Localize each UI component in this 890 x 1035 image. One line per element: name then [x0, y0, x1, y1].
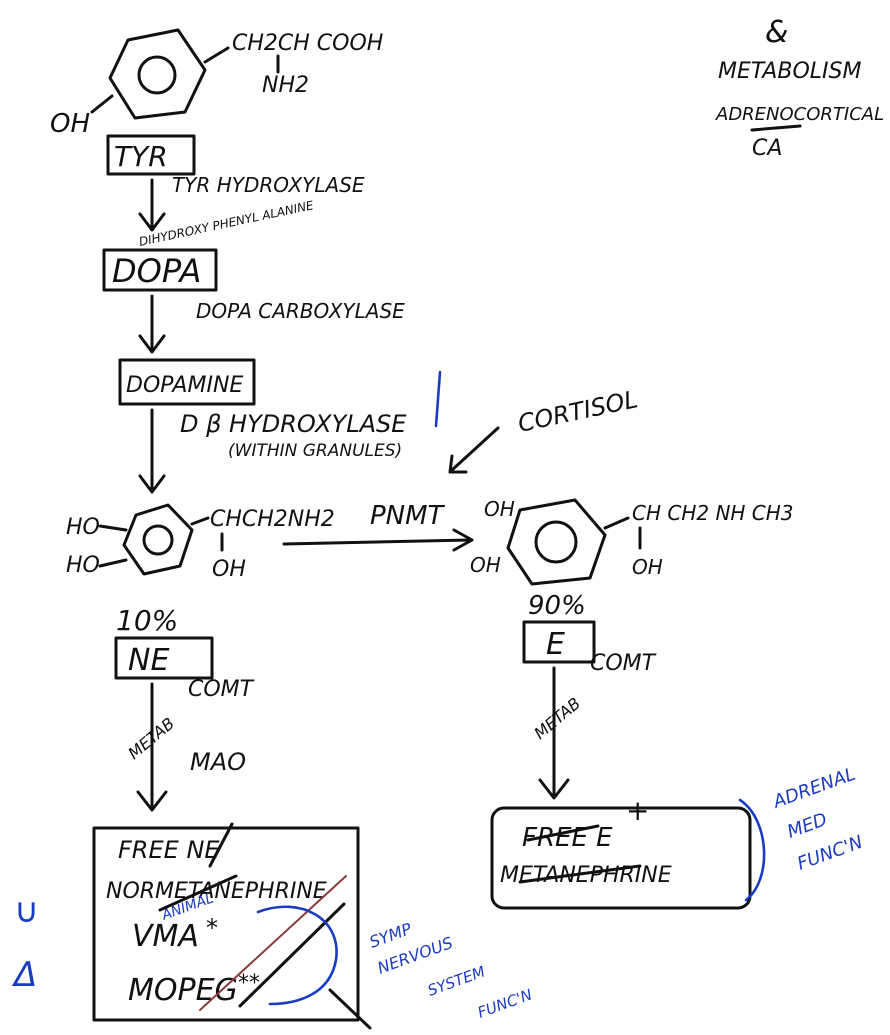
- strike-free-e: [526, 824, 600, 842]
- e-oh-top: OH: [484, 497, 515, 521]
- corner-ca-overline: [750, 124, 802, 132]
- ne-products-free: FREE NE: [118, 836, 220, 864]
- e-products-box: [490, 806, 752, 910]
- ne-ho-top: HO: [66, 515, 100, 540]
- e-products-metanephrine: METANEPHRINE: [500, 863, 672, 888]
- step3-note: (WITHIN GRANULES): [228, 441, 402, 461]
- arrow-dopamine-to-ne: [138, 408, 166, 494]
- ne-products-normetanephrine: NORMETANEPHRINE: [106, 879, 327, 904]
- arrow-tyr-to-dopa: [138, 178, 166, 232]
- dopa-box: [102, 248, 218, 292]
- dopa-note: DIHYDROXY PHENYL ALANINE: [138, 198, 315, 249]
- cortisol-label: CORTISOL: [515, 385, 640, 438]
- tyr-box: [106, 134, 196, 176]
- tyr-label: TYR: [114, 140, 168, 173]
- dopamine-label: DOPAMINE: [126, 373, 243, 398]
- e-box: [522, 620, 596, 664]
- benzene-circle-ne: [142, 524, 174, 556]
- corner-title: & METABOLISM ADRENOCORTICAL CA: [715, 15, 884, 161]
- strike-black-diagonal: [238, 902, 346, 1008]
- ne-enzyme-comt: COMT: [188, 677, 255, 702]
- benzene-ring-ne: [122, 503, 194, 576]
- e-structure: OH OH CH CH2 NH CH3 OH: [470, 497, 794, 586]
- corner-ampersand: &: [765, 15, 788, 50]
- symp-note-line1: SYMP: [367, 919, 415, 952]
- e-chain: CH CH2 NH CH3: [632, 501, 794, 525]
- adrenal-note-line2: MED: [785, 809, 830, 843]
- dopamine-box: [118, 358, 256, 406]
- dopa-label: DOPA: [112, 252, 201, 290]
- margin-down-symbol: Δ: [11, 955, 37, 995]
- corner-ca: CA: [752, 136, 782, 161]
- strike-metanephrine: [518, 864, 642, 884]
- tyrosine-structure: CH2CH COOH NH2 OH: [50, 28, 383, 139]
- ne-box: [114, 636, 214, 680]
- ne-chain-bond: [190, 516, 210, 526]
- benzene-circle-e: [534, 520, 578, 564]
- adrenal-note-line1: ADRENAL: [770, 764, 859, 813]
- symp-note: SYMP NERVOUS SYSTEM FUNC'N: [367, 919, 535, 1022]
- strike-normetanephrine: [158, 874, 238, 912]
- pnmt-label: PNMT: [370, 501, 446, 531]
- arrow-ne-to-e: [282, 528, 474, 552]
- corner-metabolism: METABOLISM: [718, 59, 861, 84]
- tyr-bond-right: [203, 46, 230, 64]
- strike-red-diagonal: [199, 875, 347, 1011]
- ne-products-mopeg: MOPEG: [128, 973, 238, 1008]
- symp-note-line3: SYSTEM: [425, 962, 487, 999]
- ne-ho-bottom: HO: [66, 553, 100, 578]
- e-oh: OH: [632, 555, 663, 579]
- symp-note-line4: FUNC'N: [475, 985, 534, 1021]
- ne-products-vma: VMA: [132, 919, 199, 954]
- symp-pointer: [328, 988, 372, 1030]
- ne-ho-bond-top: [98, 524, 128, 532]
- e-percent: 90%: [528, 591, 586, 621]
- blue-bracket-step3: [434, 370, 442, 428]
- arrow-dopa-to-dopamine: [138, 294, 166, 354]
- ne-percent: 10%: [116, 604, 178, 637]
- benzene-ring-tyr: [108, 28, 207, 120]
- step2-enzyme: DOPA CARBOXYLASE: [196, 299, 405, 323]
- tyr-bond-left: [90, 94, 114, 114]
- e-products-plus: +: [626, 794, 649, 827]
- ne-label: NE: [128, 643, 169, 678]
- step3-enzyme: D β HYDROXYLASE: [180, 410, 407, 438]
- e-oh-bottom: OH: [470, 553, 501, 577]
- e-label: E: [546, 627, 565, 662]
- e-arrow-label: METAB: [530, 694, 584, 743]
- ne-enzyme-mao: MAO: [190, 748, 246, 776]
- tyr-substituent: CH2CH COOH: [232, 31, 383, 56]
- arrow-cortisol-to-pnmt: [448, 426, 500, 474]
- step1-enzyme: TYR HYDROXYLASE: [172, 173, 365, 197]
- corner-adrenocortical: ADRENOCORTICAL: [715, 104, 884, 125]
- ne-products-vma-star: *: [206, 914, 218, 942]
- ne-structure: HO HO CHCH2NH2 OH: [66, 503, 335, 582]
- e-chain-bond: [603, 516, 630, 530]
- tyr-oh: OH: [50, 109, 90, 139]
- blue-curve-symp: [256, 905, 338, 1006]
- adrenal-note: ADRENAL MED FUNC'N: [770, 764, 866, 875]
- benzene-circle-tyr: [137, 55, 177, 95]
- ne-ho-bond-bottom: [98, 558, 128, 568]
- adrenal-note-line3: FUNC'N: [795, 832, 866, 875]
- tyr-amine: NH2: [262, 73, 309, 98]
- strike-free-ne: [208, 822, 234, 868]
- ne-products-mopeg-star: **: [238, 971, 260, 996]
- e-enzyme-comt: COMT: [590, 651, 657, 676]
- arrow-ne-metab: [136, 682, 168, 812]
- ne-oh: OH: [212, 557, 246, 582]
- blue-bracket-adrenal: [738, 798, 766, 902]
- ne-products-box: [92, 826, 360, 1022]
- margin-up-symbol: ∪: [14, 891, 39, 931]
- arrow-e-metab: [538, 666, 570, 800]
- ne-chain: CHCH2NH2: [210, 507, 335, 532]
- benzene-ring-e: [506, 498, 607, 586]
